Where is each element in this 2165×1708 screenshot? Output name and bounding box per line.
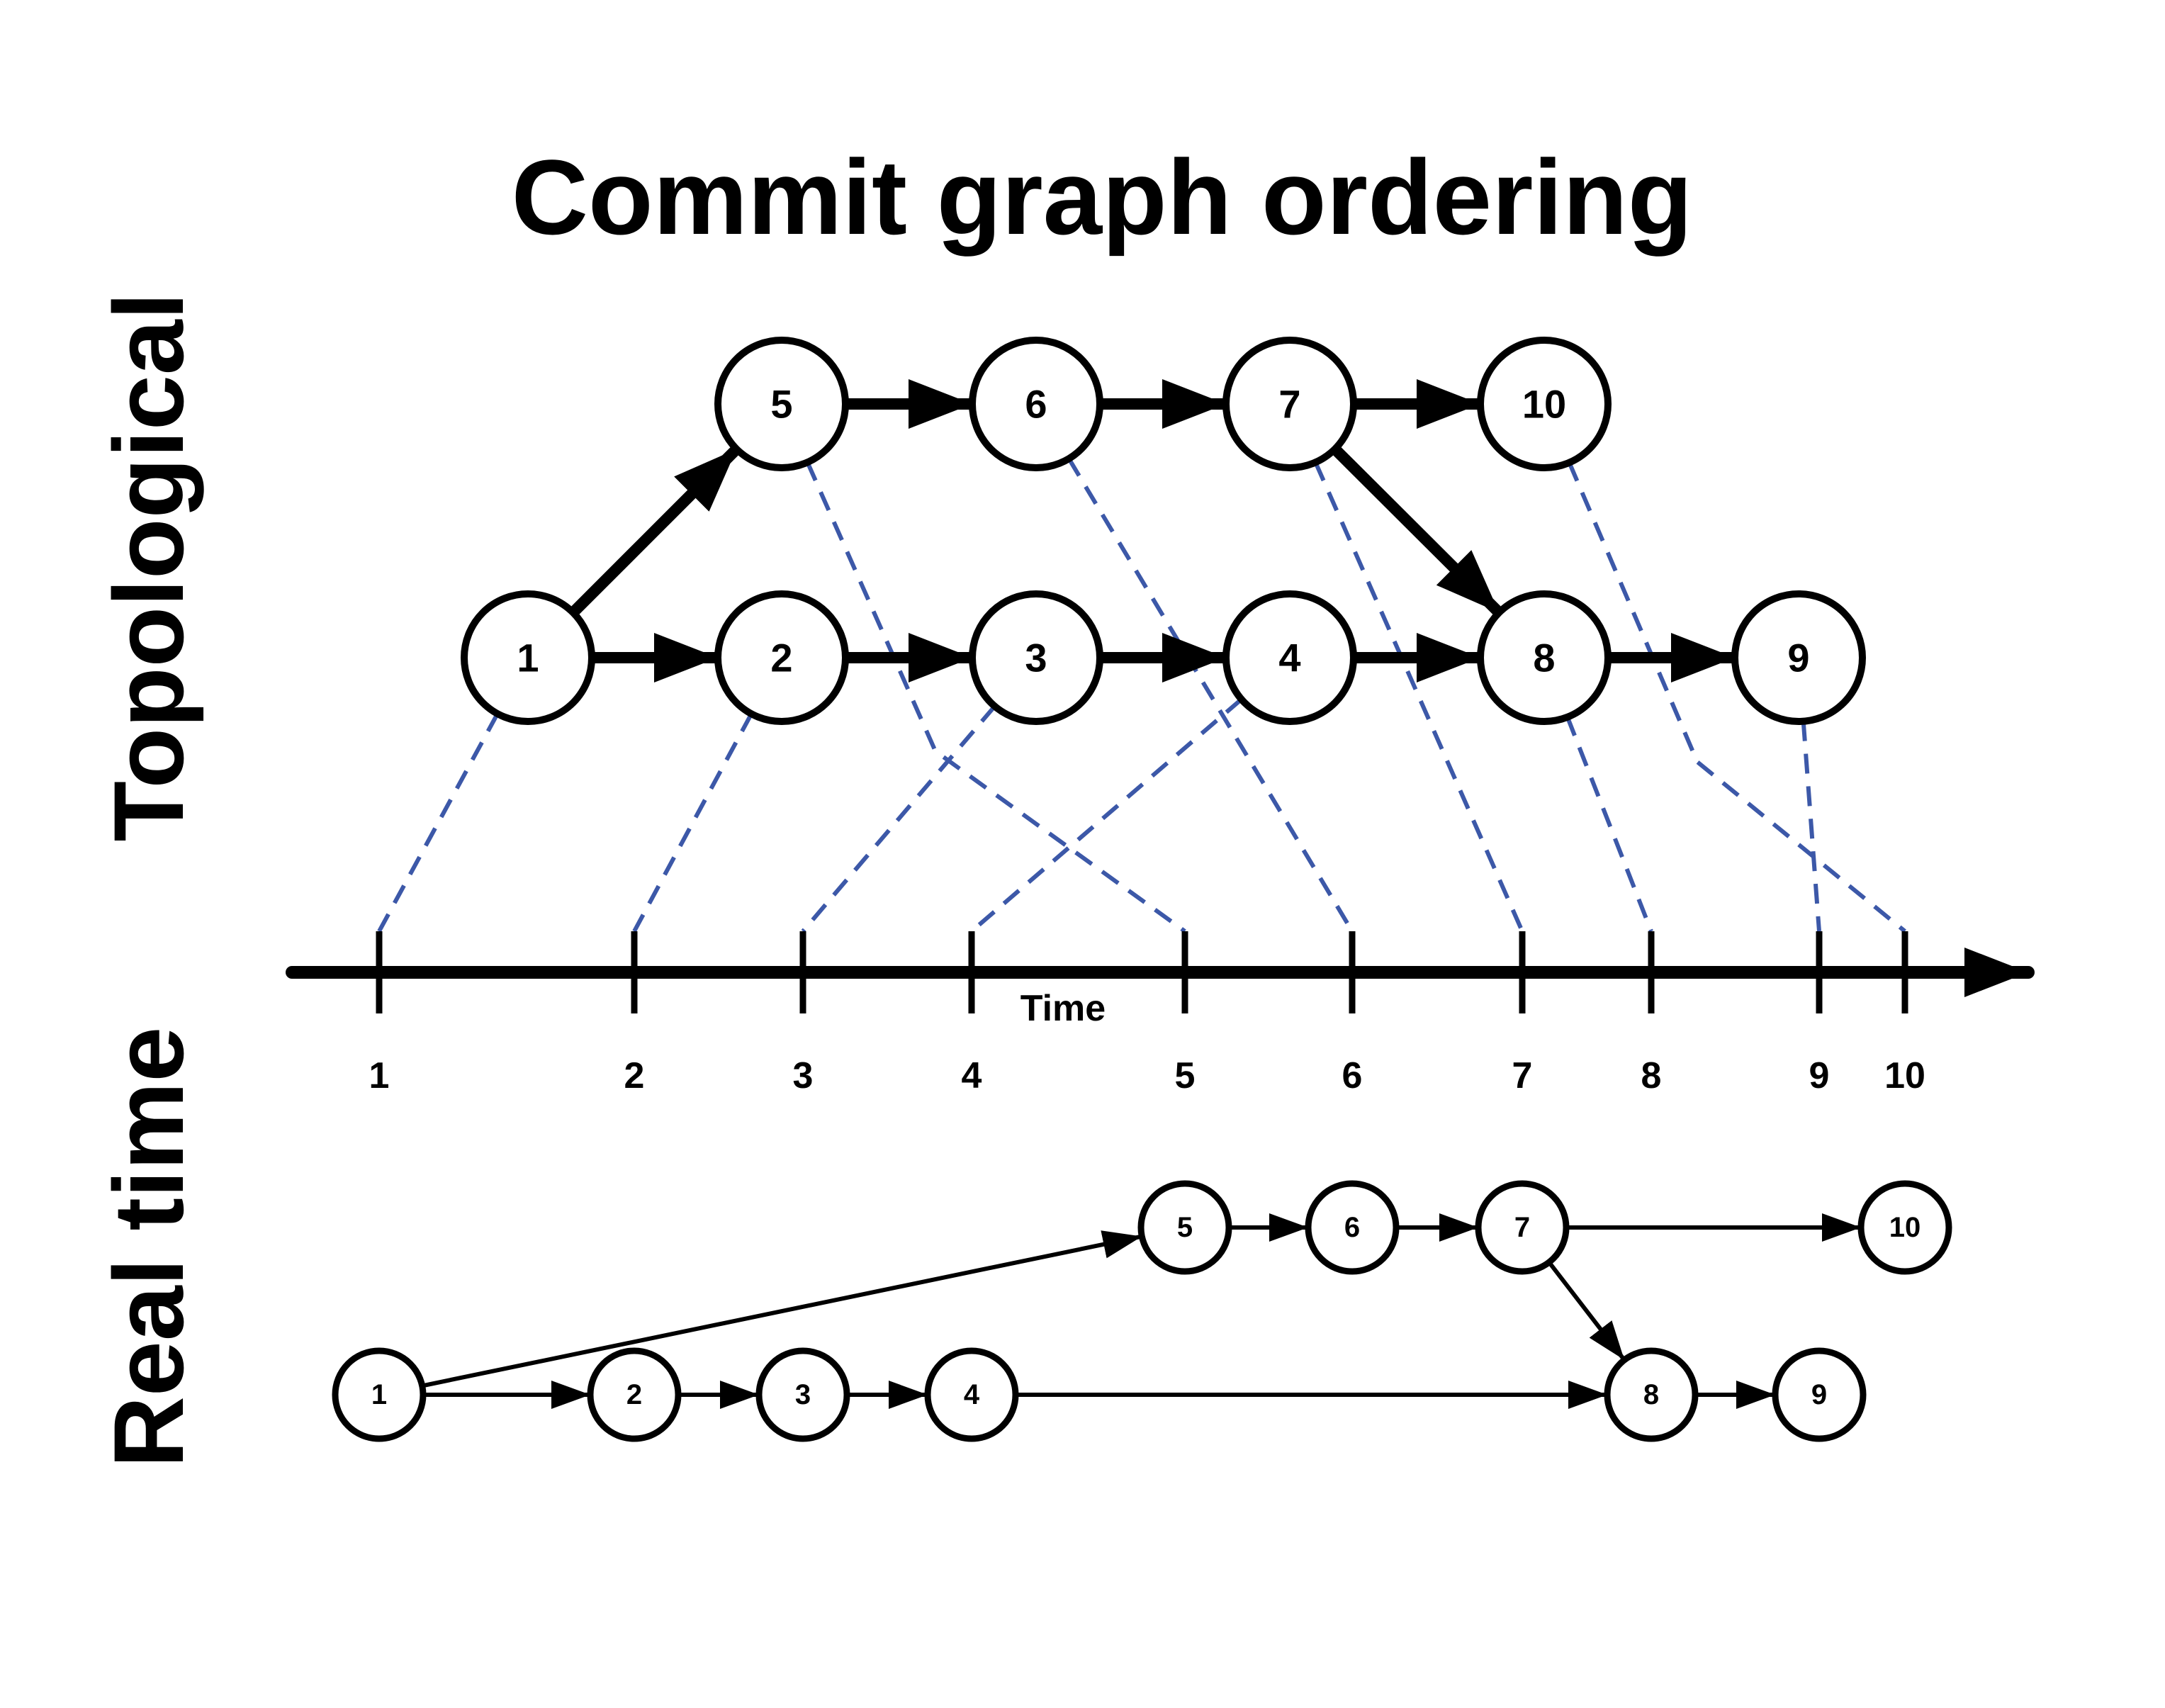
topo-edge-1-5 [568,444,741,617]
mapping-lines [377,457,1906,933]
topo-commit-node-label: 7 [1278,382,1300,427]
axis-tick-label: 6 [1342,1055,1363,1096]
topo-commit-node: 4 [1222,590,1357,725]
real-commit-node: 8 [1604,1347,1699,1442]
real-time-label: Real time [93,1027,204,1468]
real-commit-node-label: 4 [964,1379,980,1410]
axis-ticks: 1 2 3 4 5 6 7 8 9 10 [369,931,1925,1096]
real-commit-node: 6 [1305,1180,1400,1275]
real-commit-node-circle [755,1347,850,1442]
axis-tick-label: 5 [1175,1055,1196,1096]
topo-commit-node-circle [461,590,595,725]
real-commit-node: 3 [755,1347,850,1442]
topo-commit-node-circle [969,590,1103,725]
real-time-nodes: 1 2 3 4 5 6 7 8 9 10 [332,1180,1952,1442]
topo-commit-node-label: 10 [1522,382,1566,427]
topo-commit-node: 6 [969,337,1103,471]
topo-commit-node-circle [714,590,849,725]
topo-commit-node: 3 [969,590,1103,725]
axis-tick-label: 7 [1512,1055,1533,1096]
axis-tick-label: 2 [624,1055,645,1096]
real-commit-node-circle [924,1347,1019,1442]
diagram-title: Commit graph ordering [512,137,1693,257]
topo-commit-node-circle [1222,337,1357,471]
topo-commit-node-label: 2 [770,636,792,680]
real-commit-node-circle [1137,1180,1232,1275]
mapping-line-10 [1567,461,1906,933]
real-time-edges [422,1213,1861,1409]
real-commit-node: 1 [332,1347,427,1442]
mapping-line-2 [632,712,753,933]
real-commit-node-circle [1857,1180,1952,1275]
axis-tick-label: 9 [1809,1055,1830,1096]
axis-tick-label: 10 [1884,1055,1925,1096]
real-commit-node: 2 [587,1347,682,1442]
real-commit-node-circle [1772,1347,1867,1442]
topo-commit-node-label: 4 [1278,636,1300,680]
real-commit-node: 9 [1772,1347,1867,1442]
topo-commit-node-circle [1477,337,1612,471]
topo-commit-node-label: 8 [1533,636,1555,680]
topo-edge-7-8 [1331,444,1503,617]
topo-commit-node: 2 [714,590,849,725]
axis-tick-label: 8 [1641,1055,1662,1096]
topo-commit-node-circle [969,337,1103,471]
real-commit-node-circle [1305,1180,1400,1275]
real-commit-node-circle [332,1347,427,1442]
topo-commit-node-circle [1731,590,1866,725]
real-commit-node-label: 3 [795,1379,811,1410]
real-commit-node-label: 8 [1643,1379,1659,1410]
mapping-line-1 [377,712,500,933]
topological-nodes: 1 2 3 4 5 6 7 8 9 10 [461,337,1866,725]
real-edge-1-5 [422,1230,1142,1388]
real-commit-node-label: 7 [1514,1212,1530,1243]
topo-commit-node-circle [1477,590,1612,725]
real-commit-node-label: 9 [1811,1379,1827,1410]
real-commit-node: 10 [1857,1180,1952,1275]
topo-commit-node-label: 5 [770,382,792,427]
real-commit-node-circle [1604,1347,1699,1442]
topo-commit-node: 1 [461,590,595,725]
mapping-line-6 [1067,457,1354,933]
topo-commit-node: 10 [1477,337,1612,471]
real-commit-node-label: 2 [626,1379,642,1410]
real-commit-node-circle [1475,1180,1570,1275]
real-commit-node-label: 6 [1344,1212,1360,1243]
axis-tick-label: 4 [962,1055,982,1096]
time-axis-label: Time [1020,988,1106,1029]
real-commit-node: 5 [1137,1180,1232,1275]
mapping-line-3 [801,704,996,933]
real-commit-node: 7 [1475,1180,1570,1275]
topo-commit-node: 7 [1222,337,1357,471]
real-edge-7-8 [1547,1261,1626,1361]
real-commit-node-circle [587,1347,682,1442]
axis-tick-label: 1 [369,1055,390,1096]
real-commit-node-label: 10 [1889,1212,1921,1243]
mapping-line-7 [1313,461,1524,933]
topo-commit-node-label: 6 [1025,382,1047,427]
real-commit-node-label: 5 [1177,1212,1193,1243]
topo-commit-node-circle [714,337,849,471]
axis-tick-label: 3 [793,1055,814,1096]
mapping-line-8 [1565,716,1653,933]
topo-commit-node: 5 [714,337,849,471]
topological-edges [568,379,1735,682]
topo-commit-node-label: 3 [1025,636,1047,680]
topo-commit-node-label: 1 [517,636,539,680]
mapping-line-9 [1801,721,1821,932]
topological-label: Topological [93,292,204,841]
real-commit-node-label: 1 [371,1379,387,1410]
real-commit-node: 4 [924,1347,1019,1442]
time-axis: Time 1 2 3 4 5 6 7 8 9 10 [286,931,2035,1096]
mapping-line-5 [805,461,1186,933]
topo-commit-node-circle [1222,590,1357,725]
topo-commit-node: 9 [1731,590,1866,725]
topo-commit-node-label: 9 [1787,636,1809,680]
mapping-line-4 [970,697,1243,933]
topo-commit-node: 8 [1477,590,1612,725]
